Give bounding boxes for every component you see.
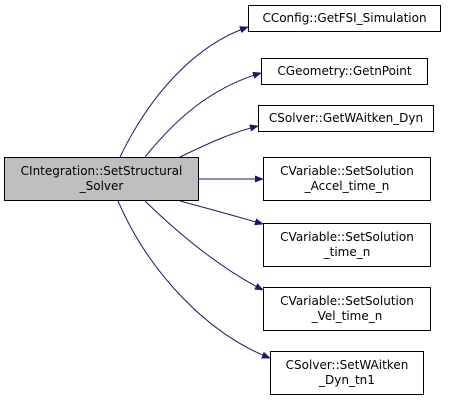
edge-to-set-solution-time-n: [179, 200, 264, 226]
edge-to-get-fsi-simulation: [119, 26, 249, 158]
node-get-waitken-dyn[interactable]: CSolver::GetWAitken_Dyn: [258, 105, 434, 132]
node-set-solution-accel-time-n[interactable]: CVariable::SetSolution _Accel_time_n: [263, 157, 431, 201]
edge-to-set-waitken-dyn-tn1: [117, 200, 271, 359]
root-node-set-structural-solver[interactable]: CIntegration::SetStructural _Solver: [4, 157, 199, 201]
node-set-solution-vel-time-n[interactable]: CVariable::SetSolution _Vel_time_n: [263, 287, 431, 331]
node-set-waitken-dyn-tn1[interactable]: CSolver::SetWAitken _Dyn_tn1: [270, 351, 424, 395]
node-get-npoint[interactable]: CGeometry::GetnPoint: [261, 58, 428, 85]
edge-to-set-solution-vel-time-n: [144, 200, 264, 291]
node-get-fsi-simulation[interactable]: CConfig::GetFSI_Simulation: [248, 5, 441, 32]
edge-to-get-npoint: [144, 71, 262, 158]
node-set-solution-time-n[interactable]: CVariable::SetSolution _time_n: [263, 223, 431, 267]
edge-to-get-waitken-dyn: [179, 124, 259, 158]
